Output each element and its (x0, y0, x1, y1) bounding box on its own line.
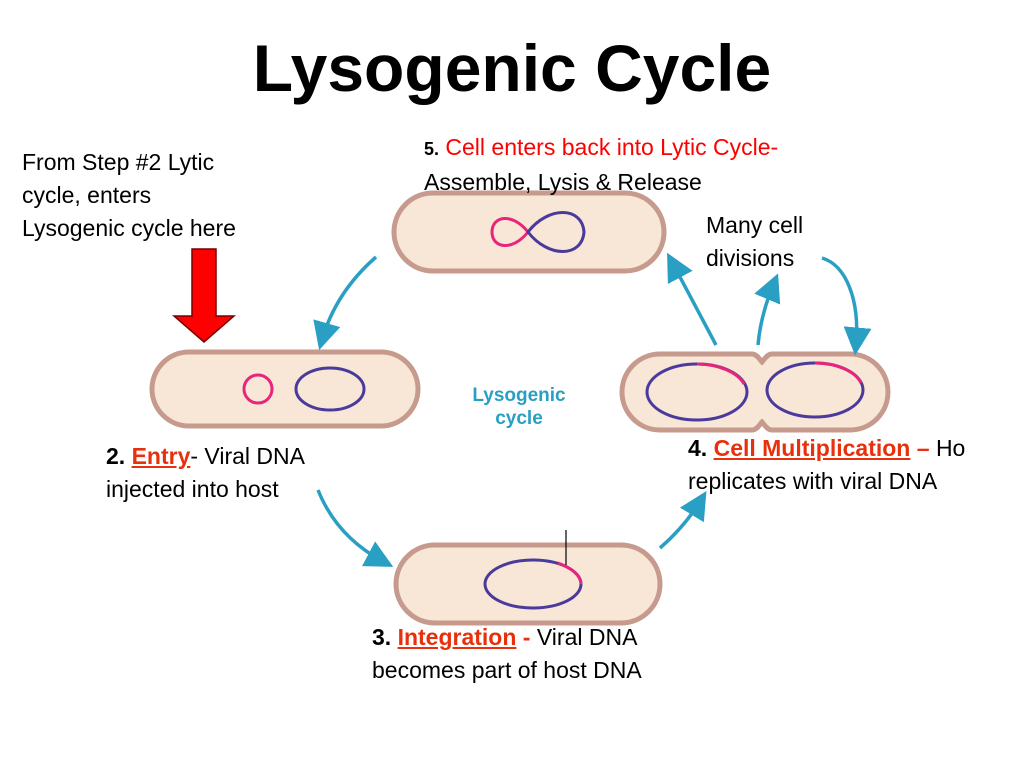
step2-label: 2. Entry- Viral DNA injected into host (106, 440, 305, 506)
step3-label: 3. Integration - Viral DNA becomes part … (372, 621, 642, 687)
step2-number: 2. (106, 443, 126, 469)
step4-description: replicates with viral DNA (688, 468, 938, 494)
step5-description: Assemble, Lysis & Release (424, 169, 702, 195)
note-line3: Lysogenic cycle here (22, 215, 236, 241)
step4-desc: Ho (935, 435, 966, 461)
host-dna-circle (294, 366, 366, 412)
note-line1: From Step #2 Lytic (22, 149, 215, 175)
integrated-viral-dna (557, 561, 583, 585)
note-line2: cycle, enters (22, 182, 152, 208)
viral-dna-circle (242, 373, 274, 405)
step4-number: 4. (688, 435, 708, 461)
host-dna-loop (526, 211, 586, 253)
lytic-entry-note: From Step #2 Lytic cycle, enters Lysogen… (22, 146, 236, 245)
cell-step3 (393, 530, 663, 626)
step5-label: 5. Cell enters back into Lytic Cycle- As… (424, 131, 778, 199)
viral-dna-loop (490, 217, 530, 247)
divisions-line2: divisions (706, 245, 795, 271)
step3-description: becomes part of host DNA (372, 657, 642, 683)
step2-desc: - Viral DNA (190, 443, 305, 469)
arrow-right-to-top (667, 252, 718, 346)
step2-term: Entry (131, 443, 191, 469)
step3-term: Integration (397, 624, 517, 650)
step3-separator: - (516, 624, 537, 650)
arrow-top-to-left (313, 255, 378, 351)
cell-step4 (619, 351, 891, 433)
step2-description: injected into host (106, 476, 279, 502)
page-title: Lysogenic Cycle (252, 31, 772, 105)
cycle-arrows (313, 252, 872, 567)
arrow-division-down (821, 256, 872, 356)
step3-desc: Viral DNA (536, 624, 638, 650)
step5-number: 5. (424, 139, 440, 159)
viral-dna-left (696, 362, 746, 385)
step4-separator: – (910, 435, 936, 461)
red-entry-arrow (171, 248, 237, 343)
arrow-bottom-to-right (658, 491, 707, 550)
divisions-label: Many cell divisions (706, 209, 803, 275)
center-label-line2: cycle (495, 408, 543, 429)
cell-step2 (149, 349, 421, 429)
step5-title: Cell enters back into Lytic Cycle- (445, 134, 779, 160)
arrow-left-to-bottom (316, 489, 394, 567)
step4-label: 4. Cell Multiplication – Ho replicates w… (688, 432, 965, 498)
cell-step5 (391, 190, 667, 274)
center-label-line1: Lysogenic (472, 385, 566, 406)
step3-number: 3. (372, 624, 392, 650)
step4-term: Cell Multiplication (713, 435, 911, 461)
arrow-division-up (754, 273, 781, 346)
viral-dna-right (814, 361, 863, 384)
divisions-line1: Many cell (706, 212, 804, 238)
